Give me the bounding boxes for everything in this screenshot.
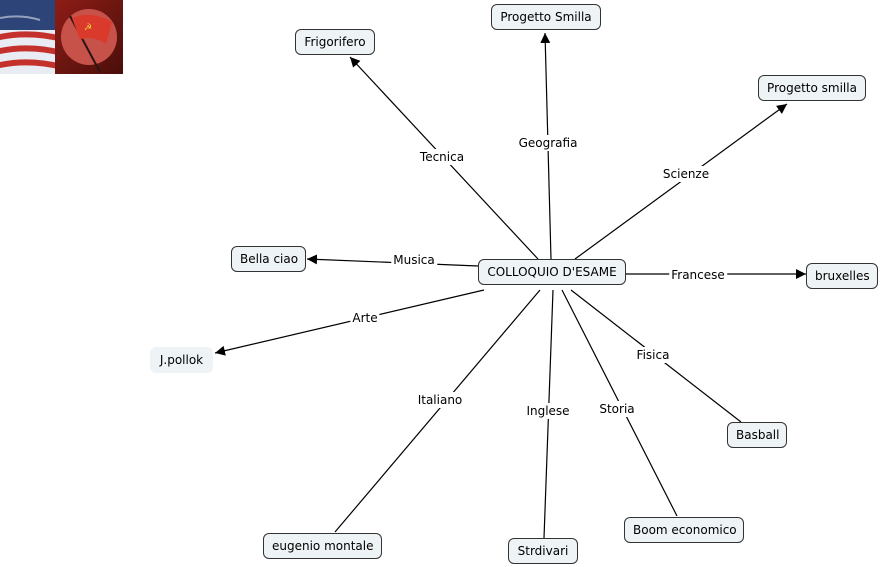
link-label-italiano: Italiano bbox=[415, 392, 465, 408]
link-label-scienze: Scienze bbox=[660, 166, 712, 182]
node-progetto-smilla-geografia[interactable]: Progetto Smilla bbox=[491, 4, 601, 30]
link-label-fisica: Fisica bbox=[634, 347, 672, 363]
node-basball[interactable]: Basball bbox=[727, 422, 787, 448]
link-label-francese: Francese bbox=[669, 267, 727, 283]
node-bruxelles[interactable]: bruxelles bbox=[806, 263, 878, 289]
node-eugenio-montale[interactable]: eugenio montale bbox=[263, 533, 382, 559]
node-jpollok[interactable]: J.pollok bbox=[150, 347, 213, 373]
link-label-tecnica: Tecnica bbox=[417, 149, 467, 165]
edge-arte bbox=[214, 289, 485, 356]
link-label-storia: Storia bbox=[597, 401, 637, 417]
node-progetto-smilla-scienze[interactable]: Progetto smilla bbox=[758, 75, 866, 101]
node-boom-economico[interactable]: Boom economico bbox=[624, 517, 744, 543]
link-label-inglese: Inglese bbox=[524, 403, 572, 419]
edge-italiano bbox=[334, 289, 541, 533]
flags-image: ☭ bbox=[0, 0, 123, 74]
node-frigorifero[interactable]: Frigorifero bbox=[295, 29, 375, 55]
link-label-musica: Musica bbox=[391, 252, 437, 268]
node-strdivari[interactable]: Strdivari bbox=[508, 538, 578, 564]
link-label-arte: Arte bbox=[350, 310, 380, 326]
link-label-geografia: Geografia bbox=[516, 135, 580, 151]
svg-text:☭: ☭ bbox=[84, 23, 92, 33]
node-bella-ciao[interactable]: Bella ciao bbox=[231, 246, 306, 272]
root-node[interactable]: COLLOQUIO D'ESAME bbox=[478, 259, 626, 285]
